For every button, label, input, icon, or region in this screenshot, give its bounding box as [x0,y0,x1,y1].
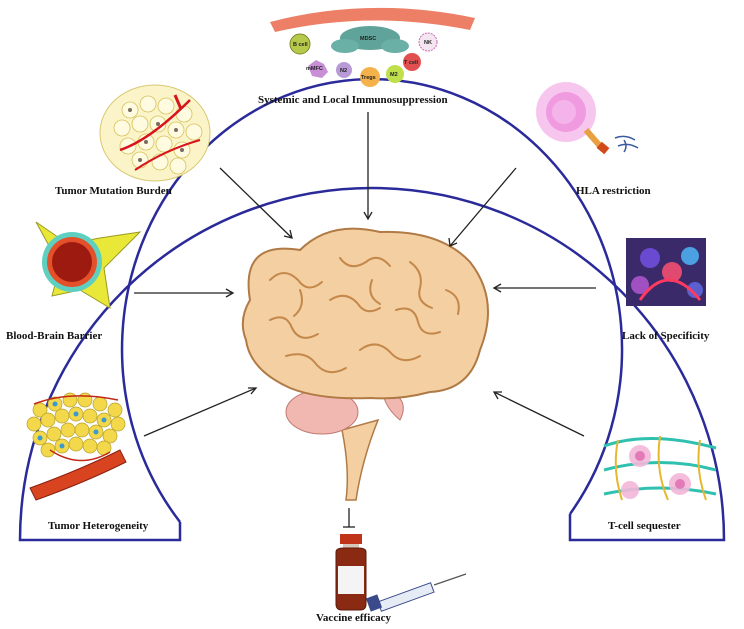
label-tcell-sequester: T-cell sequester [608,520,681,532]
label-hla-restriction: HLA restriction [576,185,651,197]
label-vaccine-efficacy: Vaccine efficacy [316,612,392,624]
hla-illustration [536,82,639,155]
syringe-icon [365,573,467,612]
outer-arc [18,186,726,542]
label-m2: M2 [390,72,398,78]
label-nk: NK [424,40,432,46]
label-n2: N2 [340,68,347,74]
label-mmfc: mMFC [306,66,323,72]
bbb-illustration [35,221,142,309]
tumor-mutation-illustration [99,84,211,182]
vaccine-vial-icon [335,534,367,611]
label-tregs: Tregs [361,75,376,81]
label-tumor-mutation-burden: Tumor Mutation Burden [55,185,172,197]
immune-cluster-illustration: B cell MDSC NK mMFC N2 Tregs M2 T cell [270,7,475,87]
label-tumor-heterogeneity: Tumor Heterogeneity [48,520,149,532]
label-blood-brain-barrier: Blood-Brain Barrier [6,330,103,342]
label-mdsc: MDSC [360,36,376,42]
specificity-illustration [626,238,706,306]
heterogeneity-illustration [26,392,127,501]
tcell-sequester-illustration [603,435,717,501]
arrows [134,112,596,528]
label-lack-of-specificity: Lack of Specificity [622,330,710,342]
label-systemic-immunosuppression: Systemic and Local Immunosuppression [258,94,448,106]
label-tcell: T cell [404,60,419,66]
label-bcell: B cell [293,42,308,48]
brain-illustration [241,227,489,501]
